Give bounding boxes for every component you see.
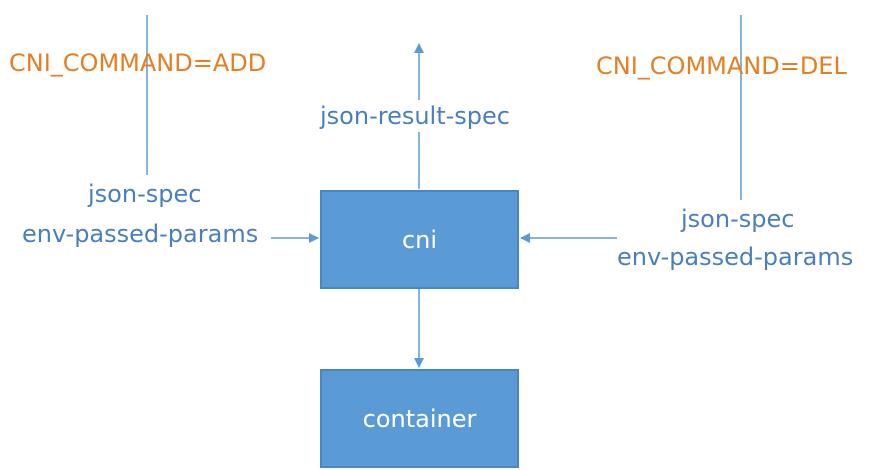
right-json-spec-label: json-spec — [681, 205, 795, 233]
del-command-label: CNI_COMMAND=DEL — [596, 52, 847, 80]
result-spec-label: json-result-spec — [320, 100, 510, 132]
left-env-params-label: env-passed-params — [22, 220, 259, 248]
container-node-label: container — [362, 404, 477, 433]
right-env-params-label: env-passed-params — [617, 243, 854, 271]
add-command-label: CNI_COMMAND=ADD — [9, 49, 267, 77]
cni-node: cni — [320, 190, 519, 289]
container-node: container — [320, 369, 519, 468]
left-json-spec-label: json-spec — [88, 180, 202, 208]
cni-node-label: cni — [401, 225, 438, 254]
